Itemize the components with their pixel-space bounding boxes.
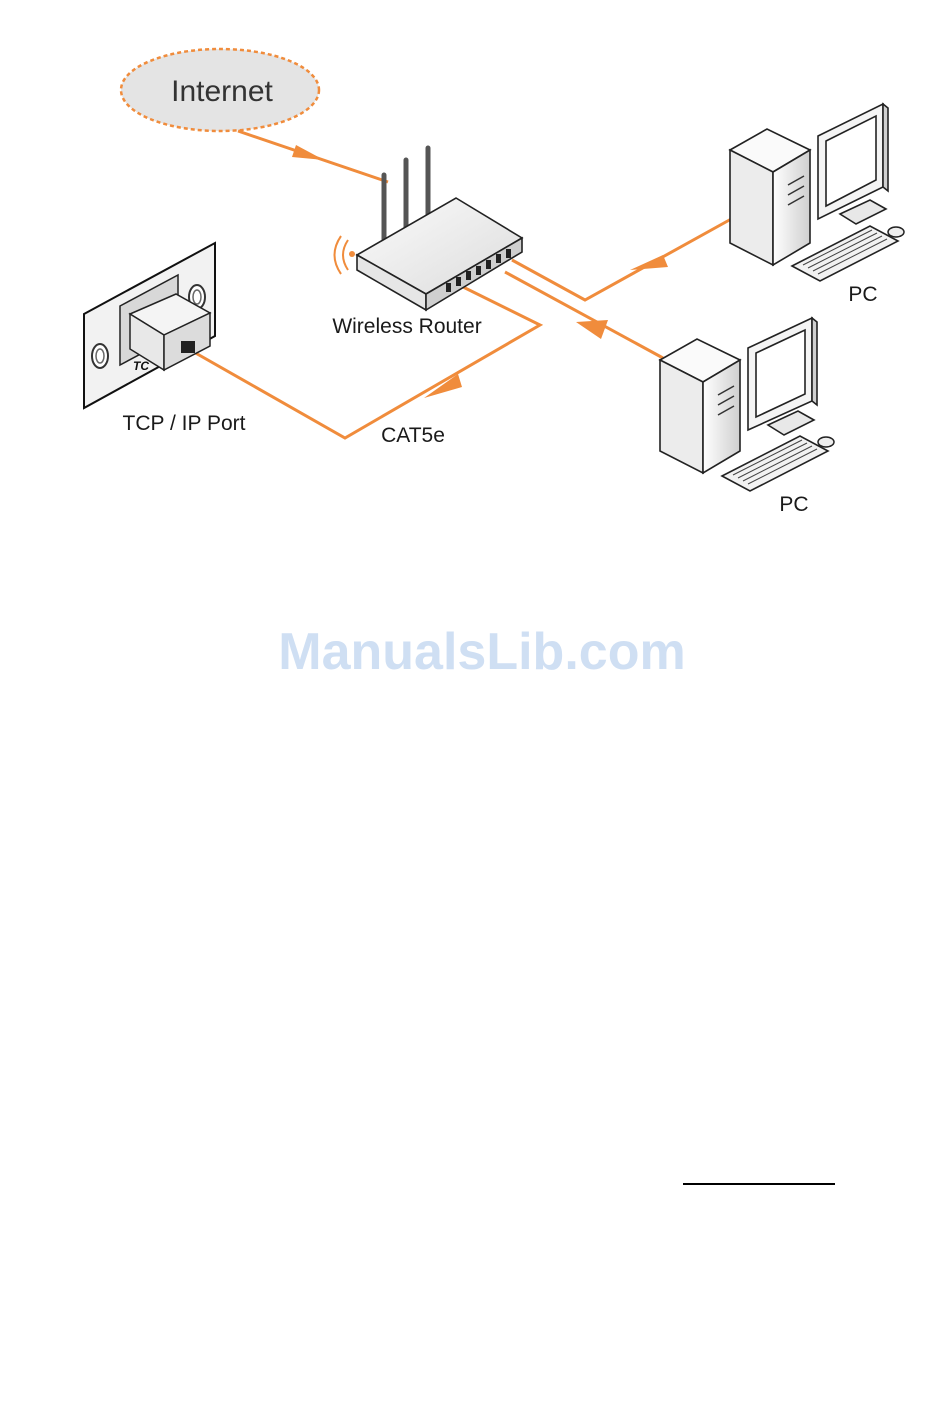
router-to-pc-bottom-cable	[505, 272, 663, 358]
tcp-ip-port-label: TCP / IP Port	[123, 412, 246, 435]
pc-bottom-label: PC	[779, 493, 808, 516]
tcp-ip-port-icon: TC	[84, 243, 215, 408]
footer-rule	[683, 1183, 835, 1185]
internet-label: Internet	[171, 75, 273, 108]
cat5e-cable-arrow	[424, 374, 462, 398]
pc-bottom-cable-arrow	[576, 320, 608, 339]
router-label: Wireless Router	[332, 315, 481, 338]
internet-cable-arrow	[292, 145, 324, 160]
network-diagram: Internet	[0, 0, 950, 560]
router-to-pc-top-cable	[512, 218, 733, 300]
pc-top-label: PC	[848, 283, 877, 306]
pc-top-cable-arrow	[630, 255, 668, 270]
port-plate-text: TC	[133, 359, 149, 373]
cable-label: CAT5e	[381, 424, 445, 447]
internet-cloud: Internet	[121, 49, 319, 131]
pc-bottom-icon	[660, 318, 834, 491]
watermark: ManualsLib.com	[0, 622, 950, 682]
pc-top-icon	[730, 104, 904, 281]
